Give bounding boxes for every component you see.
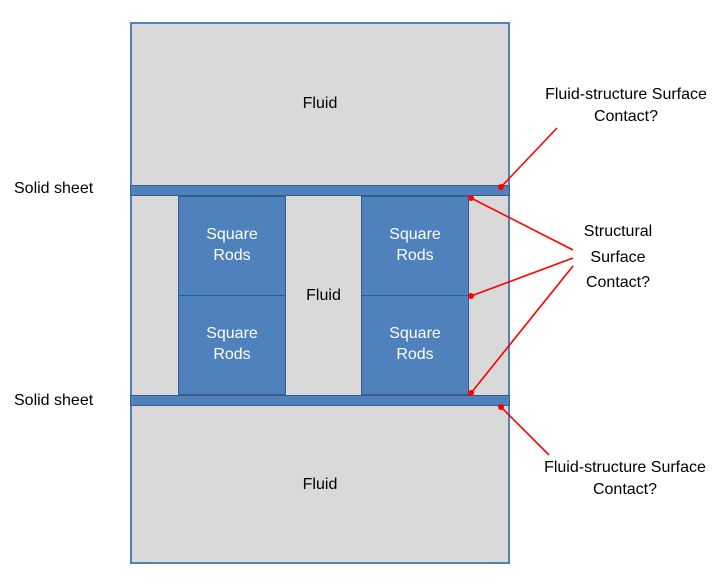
solid-sheet-bottom-label: Solid sheet [14,392,94,409]
square-rod-top-left: Square Rods [178,196,286,296]
square-rod-label: Square Rods [389,325,441,363]
square-rod-label: Square Rods [206,226,258,264]
square-rod-bottom-left: Square Rods [178,295,286,395]
solid-sheet-bottom-strip [130,395,510,406]
fluid-region-top-label: Fluid [302,94,338,112]
fluid-region-bottom: Fluid [130,406,510,564]
fluid-region-top: Fluid [130,22,510,185]
fluid-region-middle: Fluid [286,196,361,395]
structural-contact-label: Structural Surface Contact? [583,223,653,292]
solid-sheet-top-strip [130,185,510,196]
fluid-structure-contact-bottom-label: Fluid-structure Surface Contact? [544,459,706,499]
square-rod-top-right: Square Rods [361,196,469,296]
fluid-structure-contact-top-label: Fluid-structure Surface Contact? [545,86,707,126]
square-rod-label: Square Rods [389,226,441,264]
solid-sheet-top-label: Solid sheet [14,180,94,197]
square-rod-label: Square Rods [206,325,258,363]
square-rod-bottom-right: Square Rods [361,295,469,395]
fluid-region-middle-label: Fluid [306,286,341,304]
fluid-region-bottom-label: Fluid [302,476,338,493]
